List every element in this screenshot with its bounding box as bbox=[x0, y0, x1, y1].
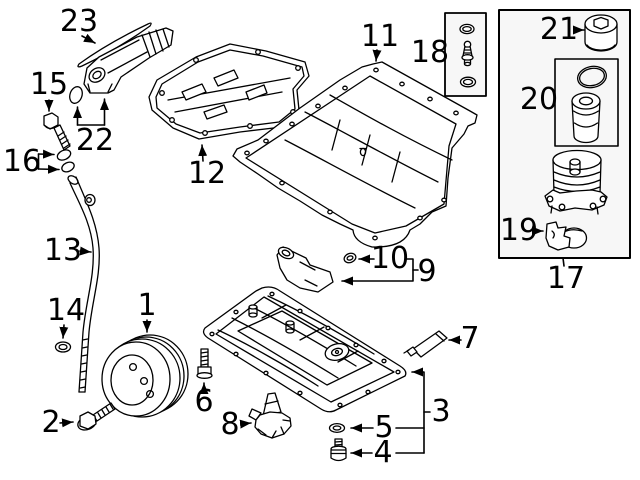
dipstick-seal-ring bbox=[54, 341, 72, 353]
callout-19: 19 bbox=[499, 213, 539, 248]
pickup-bracket bbox=[276, 246, 334, 293]
callout-17: 17 bbox=[546, 261, 586, 296]
lower-oil-pan bbox=[202, 286, 407, 413]
callout-16: 16 bbox=[2, 144, 42, 179]
callout-7: 7 bbox=[460, 321, 480, 356]
part-8-funnel bbox=[248, 392, 292, 439]
callout-11: 11 bbox=[360, 19, 400, 54]
callout-22: 22 bbox=[75, 123, 115, 158]
filter-element-box bbox=[554, 58, 619, 147]
pickup-o-ring bbox=[69, 86, 83, 104]
sealant-tube bbox=[403, 330, 448, 358]
dipstick-tube bbox=[67, 175, 100, 393]
drain-plug-washer bbox=[328, 422, 346, 434]
callout-13: 13 bbox=[43, 233, 83, 268]
oil-pump-pickup-assembly bbox=[83, 27, 174, 94]
callout-21: 21 bbox=[539, 12, 579, 47]
callout-18: 18 bbox=[410, 35, 450, 70]
pulley-bolt bbox=[77, 402, 116, 431]
baffle-plate bbox=[148, 43, 310, 140]
filter-cap bbox=[584, 14, 618, 52]
crankshaft-pulley bbox=[101, 334, 189, 418]
callout-5: 5 bbox=[374, 410, 394, 445]
callout-20: 20 bbox=[519, 82, 559, 117]
callout-leaders bbox=[37, 25, 585, 458]
gasket-strip bbox=[77, 22, 152, 68]
o-rings-16 bbox=[56, 149, 75, 173]
kit-box-17 bbox=[498, 9, 631, 259]
oil-pan-bolt-6 bbox=[196, 348, 213, 379]
upper-oil-pan bbox=[232, 61, 478, 248]
callout-8: 8 bbox=[220, 407, 240, 442]
callout-3: 3 bbox=[431, 394, 451, 429]
callout-12: 12 bbox=[187, 156, 227, 191]
callout-9: 9 bbox=[417, 254, 437, 289]
callout-10: 10 bbox=[370, 241, 410, 276]
callout-4: 4 bbox=[373, 435, 393, 470]
o-ring-10 bbox=[343, 252, 357, 264]
drain-plug bbox=[330, 438, 347, 462]
filter-housing bbox=[544, 149, 608, 215]
callout-14: 14 bbox=[46, 293, 86, 328]
bolt-15 bbox=[43, 112, 71, 151]
callout-15: 15 bbox=[29, 67, 69, 102]
callout-2: 2 bbox=[41, 405, 61, 440]
retainer-bracket bbox=[545, 221, 588, 251]
kit-box-18 bbox=[444, 12, 487, 97]
callout-6: 6 bbox=[194, 384, 214, 419]
callout-1: 1 bbox=[137, 288, 157, 323]
callout-23: 23 bbox=[59, 4, 99, 39]
